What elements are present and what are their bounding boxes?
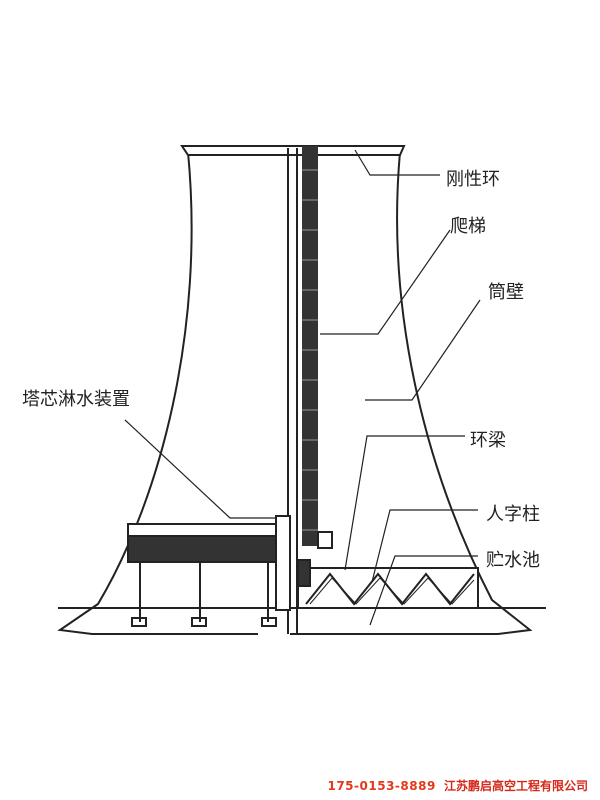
- leader-spray-device: [124, 419, 276, 519]
- leader-ladder: [320, 229, 451, 335]
- spray-device-shape: [127, 515, 291, 627]
- label-ladder: 爬梯: [450, 216, 486, 237]
- ladder-base: [317, 531, 333, 549]
- footer-phone: 175-0153-8889: [327, 779, 436, 793]
- rigid-ring-shape: [180, 145, 406, 156]
- ladder-rail: [302, 146, 318, 546]
- leader-shell-wall: [365, 299, 481, 401]
- leader-rigid-ring: [354, 149, 440, 176]
- herringbone-shape: [297, 559, 479, 609]
- label-ring-beam: 环梁: [470, 430, 506, 451]
- label-shell-wall: 筒壁: [488, 282, 524, 303]
- label-rigid-ring: 刚性环: [446, 169, 500, 190]
- label-spray-device: 塔芯淋水装置: [22, 389, 130, 410]
- leader-ring-beam: [344, 435, 465, 571]
- footer-company: 江苏鹏启高空工程有限公司: [443, 779, 588, 793]
- footer: 175-0153-8889 江苏鹏启高空工程有限公司: [327, 777, 588, 794]
- ladder-rungs: [302, 169, 318, 531]
- leader-water-basin: [369, 555, 478, 626]
- leader-herringbone: [371, 509, 478, 583]
- label-water-basin: 贮水池: [486, 550, 540, 571]
- label-herringbone: 人字柱: [486, 504, 540, 525]
- tower-shell: [57, 151, 533, 635]
